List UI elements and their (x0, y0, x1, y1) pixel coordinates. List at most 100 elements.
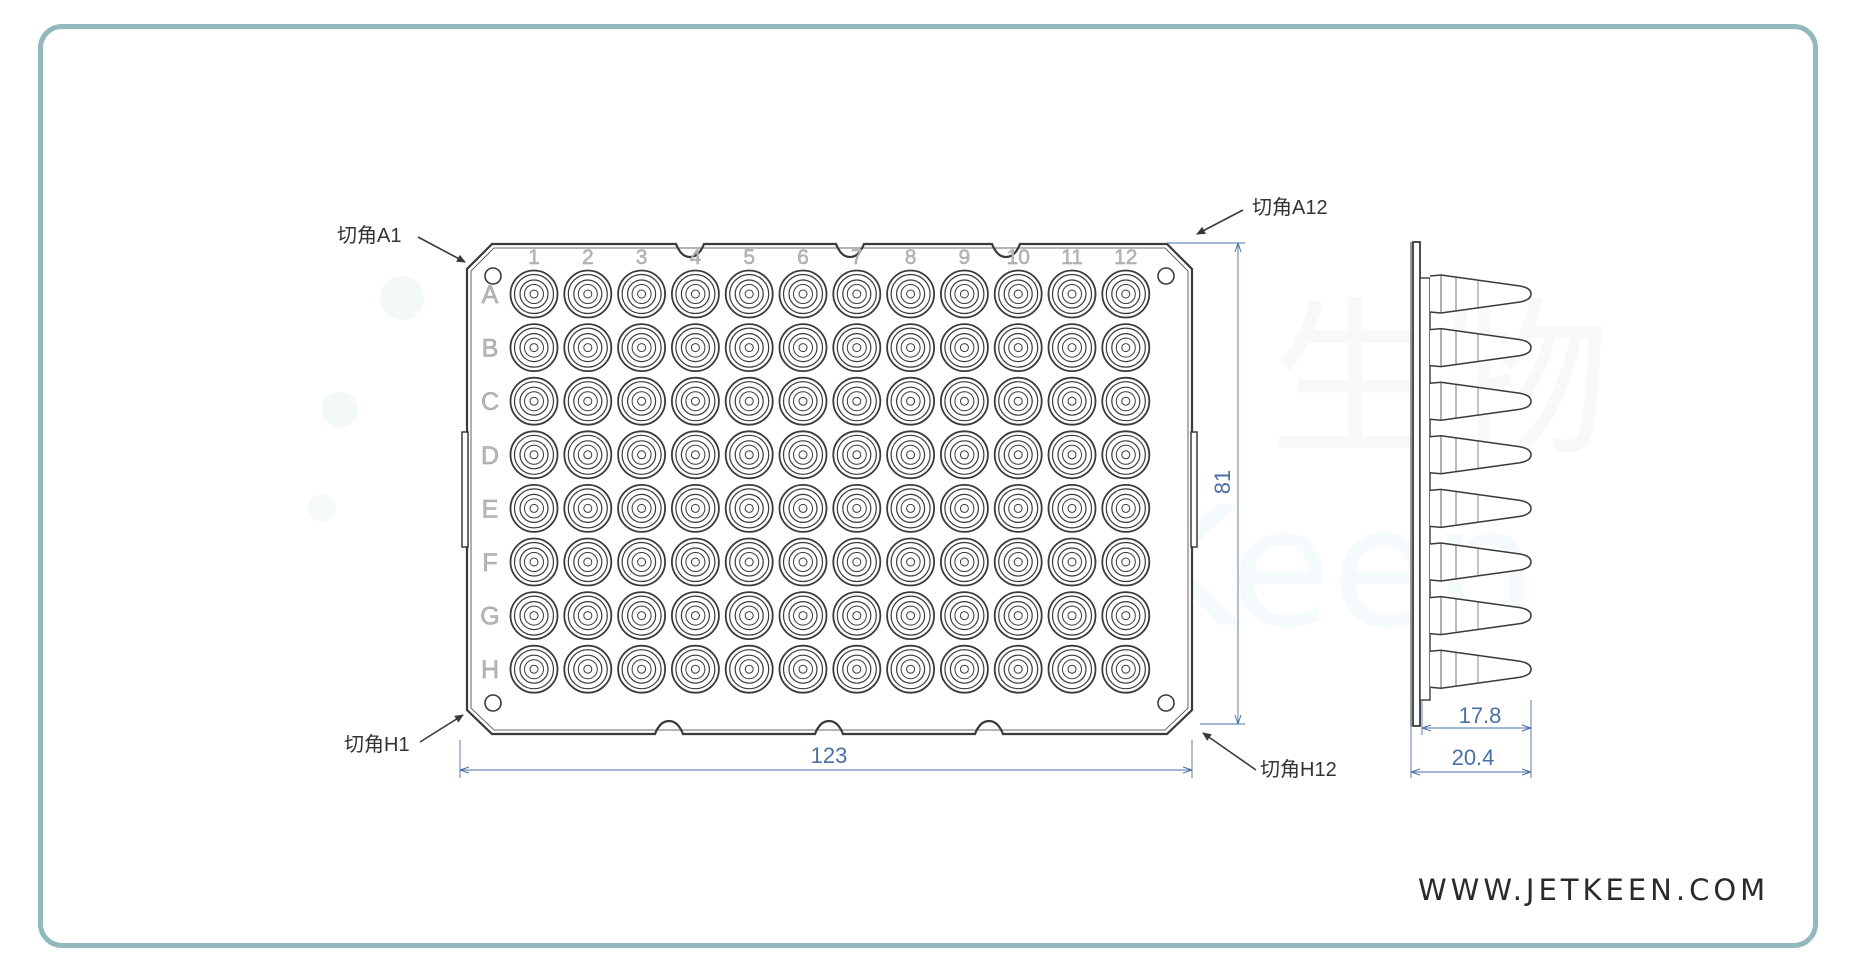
well-H10 (993, 644, 1043, 694)
side-view-skirt (1419, 277, 1431, 701)
well-F10 (993, 537, 1043, 587)
side-tube-B (1429, 327, 1532, 368)
side-tube-E (1429, 488, 1532, 529)
well-E5 (724, 483, 774, 533)
well-A7 (832, 269, 882, 319)
well-B8 (886, 323, 935, 373)
row-label-H: H (481, 656, 499, 684)
well-B10 (993, 323, 1043, 373)
column-label-6: 6 (797, 246, 809, 269)
well-G9 (940, 591, 989, 640)
well-D4 (671, 430, 720, 480)
well-C3 (617, 376, 666, 426)
well-B11 (1047, 323, 1097, 373)
well-D7 (832, 430, 882, 480)
well-F4 (671, 537, 720, 587)
well-D10 (993, 430, 1043, 480)
well-C5 (724, 376, 774, 426)
well-E8 (886, 483, 935, 533)
side-tube-C (1429, 381, 1532, 421)
well-H6 (778, 644, 828, 694)
well-G10 (993, 591, 1043, 640)
well-E1 (509, 483, 559, 533)
well-C6 (778, 376, 828, 426)
well-C12 (1101, 376, 1151, 426)
well-E2 (563, 483, 613, 533)
dim-side-inner-label: 17.8 (1459, 703, 1502, 728)
well-F8 (886, 537, 935, 587)
corner-hole-a12 (1157, 267, 1175, 285)
row-label-A: A (482, 281, 499, 309)
well-B1 (509, 323, 559, 373)
well-D8 (886, 430, 935, 480)
well-G3 (617, 591, 666, 640)
dim-height-label: 81 (1210, 470, 1235, 494)
callout-a12-label: 切角A12 (1252, 196, 1328, 219)
well-C11 (1047, 376, 1097, 426)
well-B2 (563, 323, 613, 373)
well-F3 (617, 537, 666, 587)
well-E7 (832, 483, 882, 533)
well-B3 (617, 323, 666, 373)
well-D12 (1101, 430, 1151, 480)
well-E9 (940, 483, 989, 533)
column-label-10: 10 (1007, 246, 1030, 269)
well-A5 (724, 269, 774, 319)
well-A12 (1101, 269, 1151, 319)
callout-a1-arrow (417, 236, 466, 263)
well-G6 (778, 591, 828, 640)
well-A8 (886, 269, 935, 319)
column-label-7: 7 (851, 246, 863, 269)
well-F12 (1101, 537, 1151, 587)
well-F6 (778, 537, 828, 587)
well-C2 (563, 376, 613, 426)
plate-side-tab-left (461, 431, 469, 548)
column-label-8: 8 (905, 246, 917, 269)
row-label-C: C (481, 388, 499, 416)
well-F7 (832, 537, 882, 587)
well-A10 (993, 269, 1043, 319)
row-label-F: F (482, 549, 497, 577)
column-label-1: 1 (528, 246, 540, 269)
column-label-12: 12 (1114, 246, 1137, 269)
well-A6 (778, 269, 828, 319)
well-A9 (940, 269, 989, 319)
dimension-height: 81 (1167, 242, 1245, 725)
well-G2 (563, 591, 613, 640)
well-G1 (509, 591, 559, 640)
website-url: WWW.JETKEEN.COM (1418, 873, 1770, 907)
well-F2 (563, 537, 613, 587)
dimension-side: 17.8 20.4 (1410, 700, 1532, 778)
side-tube-G (1429, 595, 1532, 636)
well-C10 (993, 376, 1043, 426)
well-E12 (1101, 483, 1151, 533)
callout-h12-label: 切角H12 (1260, 758, 1337, 781)
callout-h12-arrow (1202, 732, 1257, 771)
well-H11 (1047, 644, 1097, 694)
well-G4 (671, 591, 720, 640)
row-label-E: E (482, 495, 499, 523)
well-F11 (1047, 537, 1097, 587)
side-tube-H (1429, 649, 1532, 689)
side-view-flange (1412, 241, 1421, 727)
plate-inner-outline (470, 247, 1189, 731)
well-A2 (563, 269, 613, 319)
watermark-dot (380, 276, 424, 320)
watermark-dot (322, 392, 358, 428)
corner-hole-h12 (1157, 694, 1175, 712)
callout-a12: 切角A12 (1196, 196, 1328, 235)
well-D3 (617, 430, 666, 480)
well-D6 (778, 430, 828, 480)
well-G7 (832, 591, 882, 640)
dim-width-label: 123 (811, 743, 848, 768)
well-H9 (940, 644, 989, 694)
callout-h1: 切角H1 (344, 714, 464, 756)
well-F1 (509, 537, 559, 587)
well-E4 (671, 483, 720, 533)
corner-hole-a1 (484, 267, 502, 285)
well-B9 (940, 323, 989, 373)
well-B6 (778, 323, 828, 373)
well-A3 (617, 269, 666, 319)
well-D2 (563, 430, 613, 480)
